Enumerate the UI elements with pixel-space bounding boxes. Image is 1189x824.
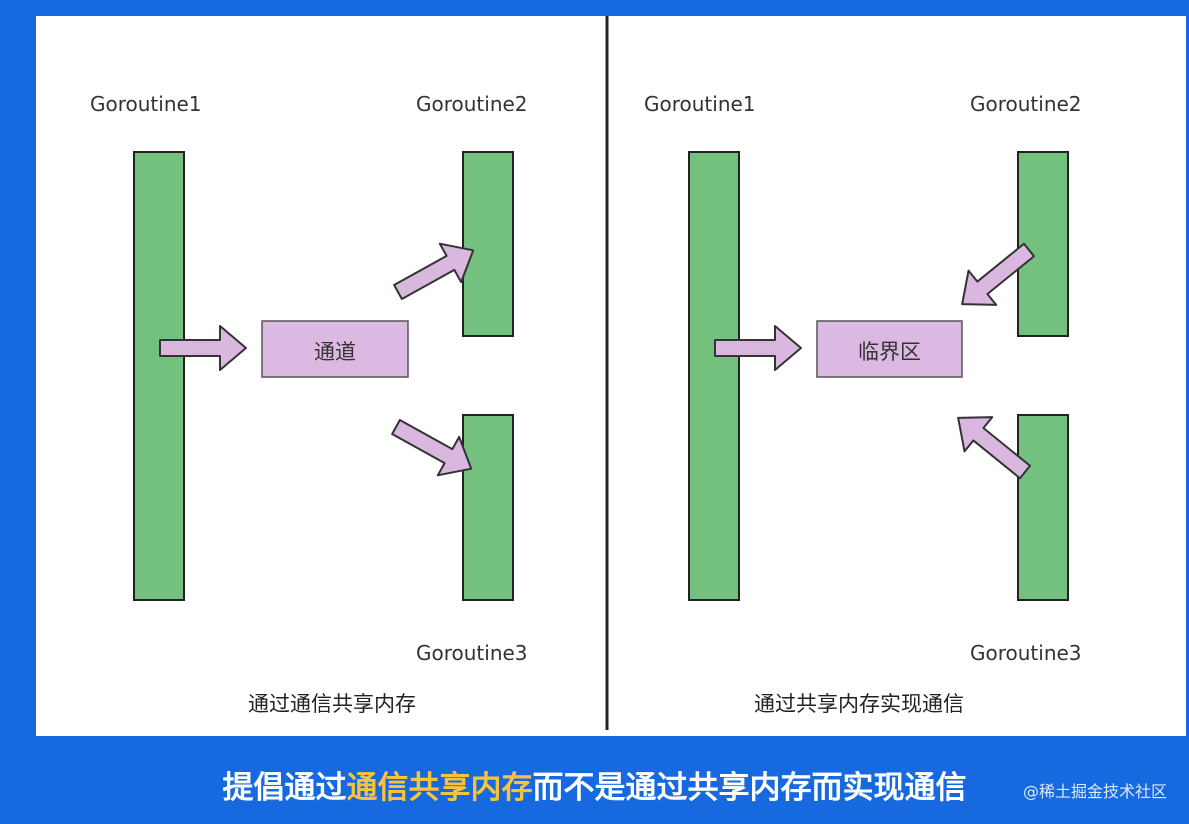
right-goroutine3-label: Goroutine3 <box>970 641 1082 665</box>
left-arrow-to-goroutine3 <box>391 419 473 477</box>
right-arrow-from-goroutine2 <box>961 242 1036 306</box>
bottom-subtitle: 提倡通过通信共享内存而不是通过共享内存而实现通信 <box>0 762 1189 807</box>
right-goroutine1-label: Goroutine1 <box>644 92 756 116</box>
left-arrow-to-channel <box>159 325 247 371</box>
right-goroutine2-bar <box>1017 151 1069 337</box>
watermark: @稀土掘金技术社区 <box>1022 782 1167 801</box>
left-goroutine3-bar <box>462 414 514 601</box>
left-arrow-to-goroutine2 <box>393 242 475 300</box>
critical-section-box-label: 临界区 <box>858 340 921 364</box>
left-goroutine2-label: Goroutine2 <box>416 92 528 116</box>
right-goroutine1-bar <box>688 151 740 601</box>
subtitle-part1: 提倡通过 <box>222 770 347 806</box>
left-caption: 通过通信共享内存 <box>248 692 416 716</box>
channel-box-label: 通道 <box>314 340 356 364</box>
critical-section-box <box>816 320 963 378</box>
right-goroutine2-label: Goroutine2 <box>970 92 1082 116</box>
channel-box <box>261 320 409 378</box>
left-goroutine2-bar <box>462 151 514 337</box>
left-goroutine3-label: Goroutine3 <box>416 641 528 665</box>
subtitle-highlight: 通信共享内存 <box>346 770 533 806</box>
diagram-panel <box>36 16 1186 736</box>
right-goroutine3-bar <box>1017 414 1069 601</box>
right-arrow-from-goroutine3 <box>957 416 1032 480</box>
subtitle-part2: 而不是通过共享内存而实现通信 <box>532 770 967 806</box>
right-arrow-to-critical-section <box>714 325 802 371</box>
right-caption: 通过共享内存实现通信 <box>754 692 964 716</box>
left-goroutine1-bar <box>133 151 185 601</box>
left-goroutine1-label: Goroutine1 <box>90 92 202 116</box>
